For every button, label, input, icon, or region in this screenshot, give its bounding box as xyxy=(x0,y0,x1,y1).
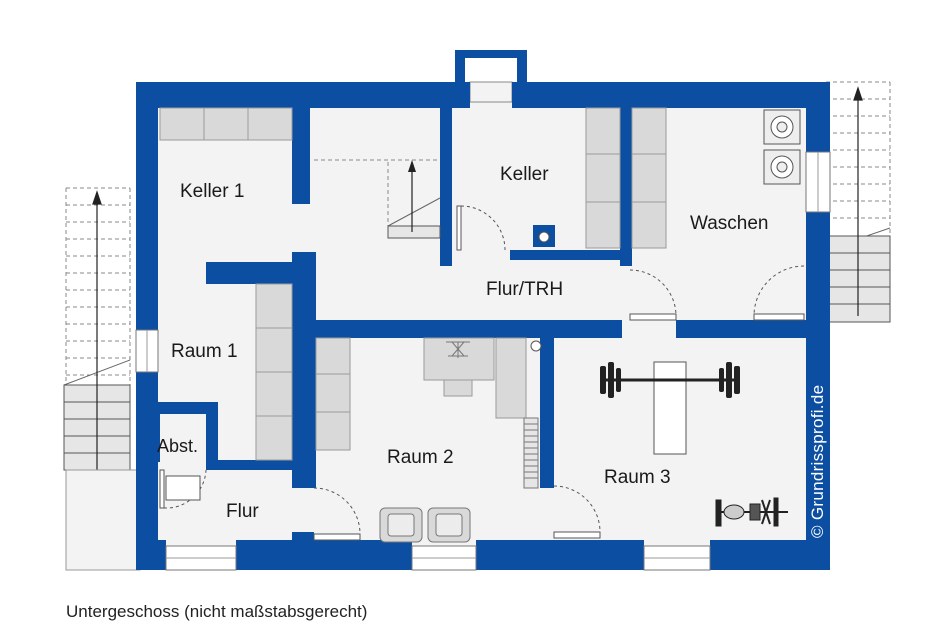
desk-icon xyxy=(423,337,495,397)
desk-right xyxy=(495,337,527,419)
room-label-keller1: Keller 1 xyxy=(180,181,245,202)
armchair-icon xyxy=(379,507,471,543)
watermark-text: © Grundrissprofi.de xyxy=(808,384,827,538)
cabinet-raum1 xyxy=(255,283,293,461)
room-label-abst: Abst. xyxy=(157,436,199,456)
walls xyxy=(136,82,830,570)
room-label-keller: Keller xyxy=(500,164,549,185)
radiator-icon xyxy=(523,417,539,489)
exercise-bike-icon xyxy=(715,497,788,527)
washing-machine-icon xyxy=(763,109,801,145)
room-label-flur: Flur xyxy=(226,501,259,522)
room-label-raum2: Raum 2 xyxy=(387,447,454,468)
weight-bench-icon xyxy=(600,361,740,455)
dryer-icon xyxy=(763,149,801,185)
shelf-keller xyxy=(585,107,667,249)
interior-stairs xyxy=(314,159,441,239)
caption-text: Untergeschoss (nicht maßstabsgerecht) xyxy=(66,602,368,621)
stair-arrow-left xyxy=(92,190,102,470)
cabinet-raum2 xyxy=(315,337,351,451)
shelf-keller1 xyxy=(159,107,293,141)
stair-arrow-right xyxy=(853,86,863,316)
room-label-raum3: Raum 3 xyxy=(604,467,671,488)
drain-icon xyxy=(538,231,550,243)
room-label-raum1: Raum 1 xyxy=(171,341,238,362)
room-label-waschen: Waschen xyxy=(690,213,769,234)
pipe-icon xyxy=(530,340,542,352)
doors xyxy=(159,205,805,541)
flur-floor-extension xyxy=(65,469,141,571)
room-label-flur-trh: Flur/TRH xyxy=(486,279,564,300)
